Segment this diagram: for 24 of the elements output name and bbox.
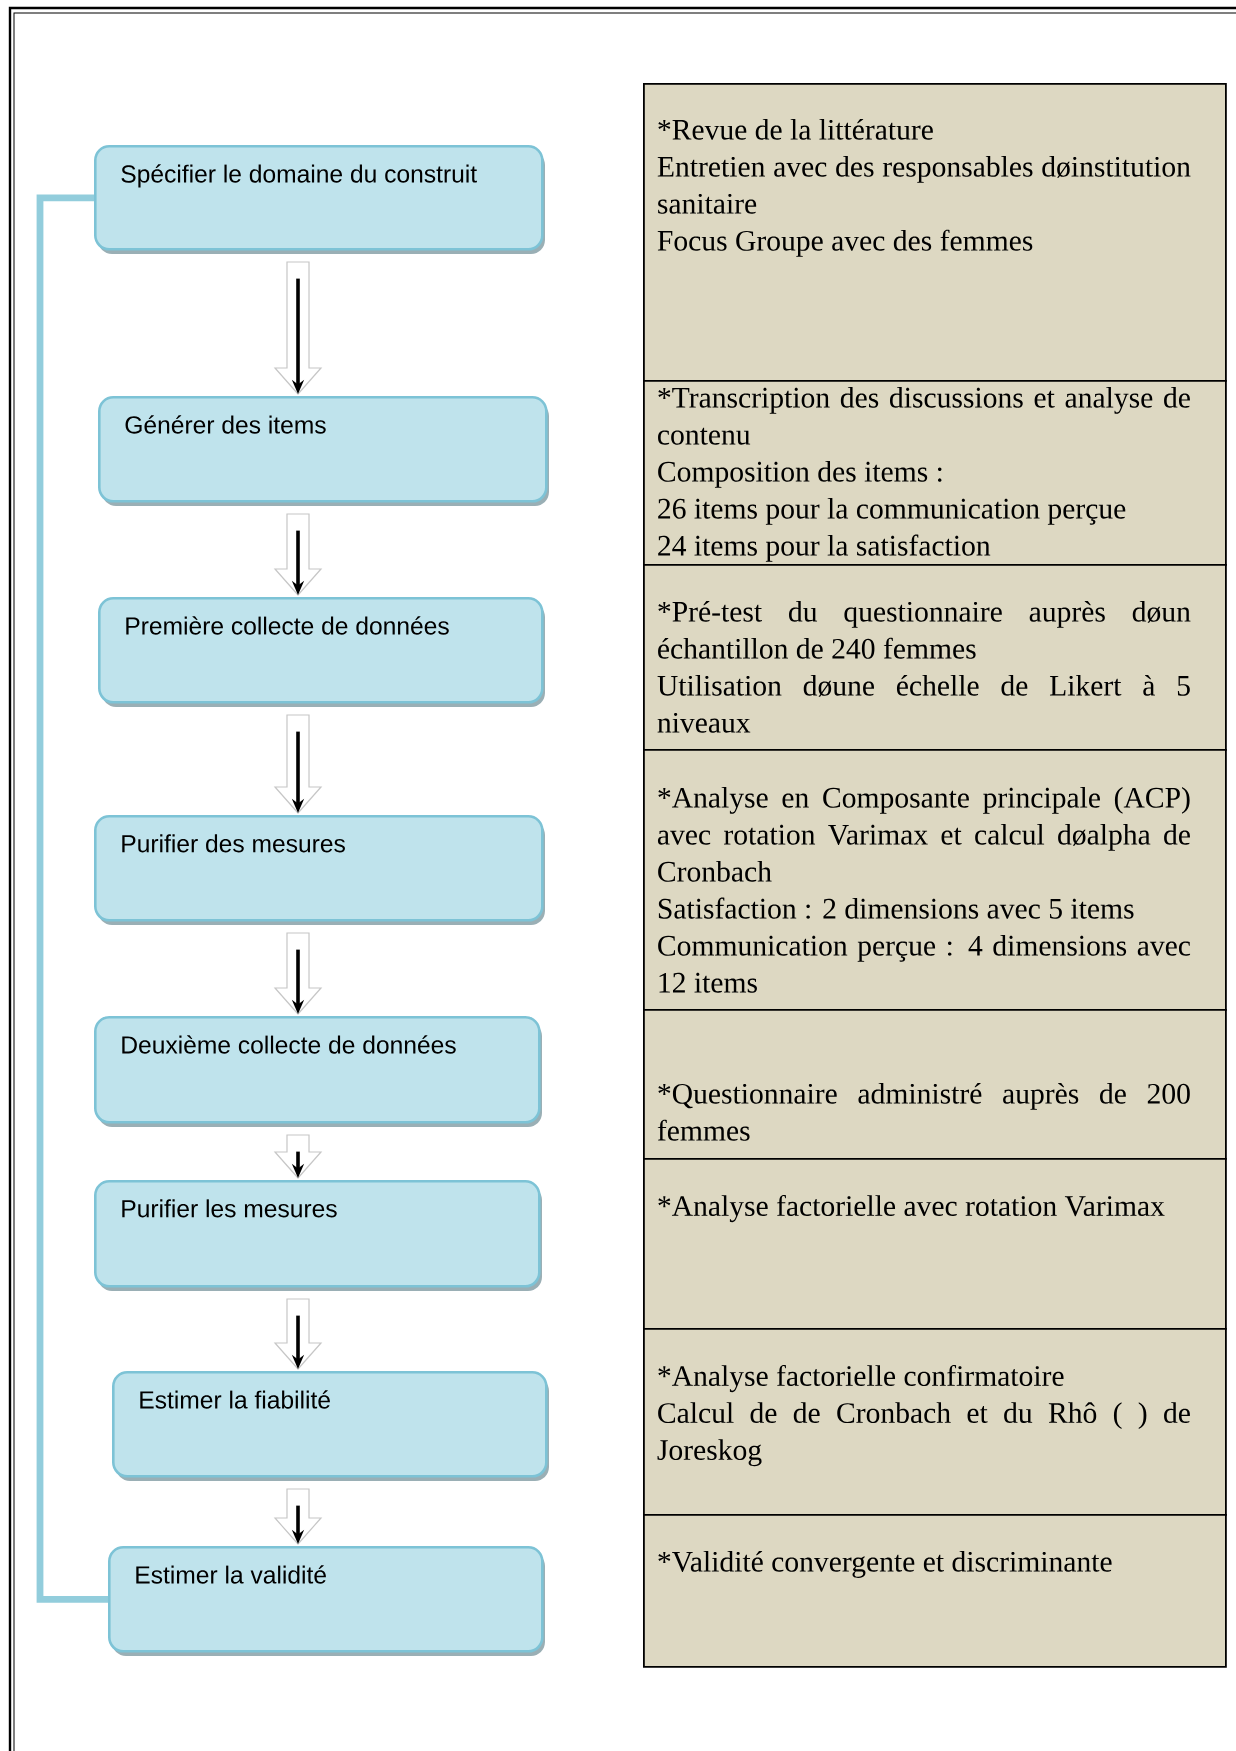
process-box: Purifier les mesures <box>94 1180 542 1291</box>
arrow <box>273 1134 323 1179</box>
process-box: Générer des items <box>98 396 549 506</box>
description-cell: *Validité convergente et discriminante <box>643 1514 1227 1668</box>
description-cell: *Questionnaire administré auprès de 200 femmes <box>643 1009 1227 1160</box>
description-cell: *Revue de la littérature Entretien avec des responsables døinstitution sanitaire Focus Groupe avec des femmes <box>643 83 1227 382</box>
arrow <box>273 513 323 596</box>
process-box: Estimer la validité <box>108 1546 545 1656</box>
process-box: Estimer la fiabilité <box>112 1371 549 1481</box>
connector-line <box>36 194 108 1603</box>
arrow <box>273 714 323 814</box>
description-cell: *Transcription des discussions et analyse de contenu Composition des items : 26 items pour la communication perçue 24 items pour la satisfaction <box>643 380 1227 566</box>
process-box: Purifier des mesures <box>94 815 545 925</box>
description-cell: *Analyse factorielle confirmatoire Calcul de de Cronbach et du Rhô ( ) de Joreskog <box>643 1328 1227 1516</box>
description-cell: *Pré-test du questionnaire auprès døun échantillon de 240 femmes Utilisation døune échelle de Likert à 5 niveaux <box>643 564 1227 751</box>
description-cell: *Analyse en Composante principale (ACP) avec rotation Varimax et calcul døalpha de Cronbach Satisfaction : 2 dimensions avec 5 items Communication perçue : 4 dimensions avec 12 items <box>643 749 1227 1011</box>
arrow <box>273 261 323 395</box>
arrow <box>273 932 323 1015</box>
process-box: Deuxième collecte de données <box>94 1016 542 1127</box>
arrow <box>273 1298 323 1370</box>
arrow <box>273 1488 323 1545</box>
process-box: Première collecte de données <box>98 597 545 707</box>
process-box: Spécifier le domaine du construit <box>94 145 545 254</box>
description-cell: *Analyse factorielle avec rotation Varimax <box>643 1158 1227 1330</box>
